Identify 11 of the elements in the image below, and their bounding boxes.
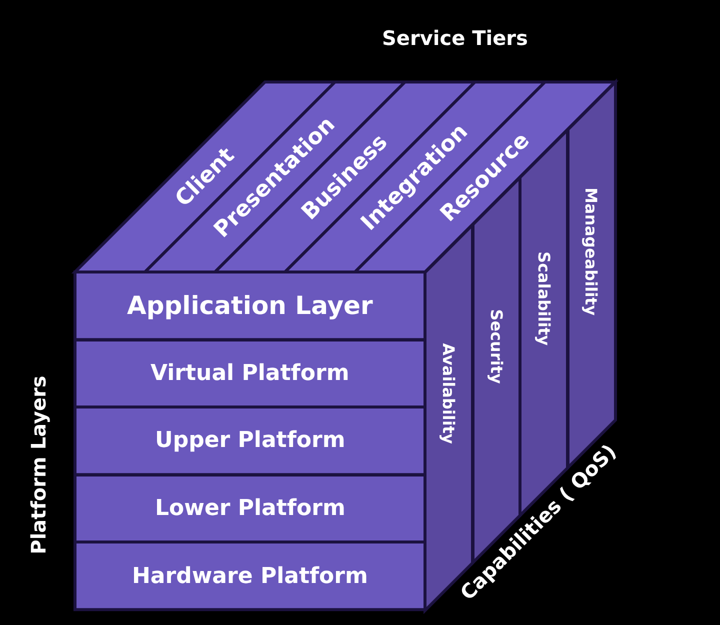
layer-label: Hardware Platform [132,564,368,589]
layer-label: Lower Platform [155,496,346,522]
capability-label: Scalability [534,251,554,346]
axis-title: Platform Layers [26,376,50,554]
axis-title: Service Tiers [382,26,528,50]
layer-label: Upper Platform [155,428,346,454]
layer-label: Virtual Platform [150,360,350,386]
capability-label: Manageability [582,187,601,315]
capability-label: Security [486,308,506,384]
layer-label: Application Layer [127,291,373,320]
capability-label: Availability [439,343,458,444]
